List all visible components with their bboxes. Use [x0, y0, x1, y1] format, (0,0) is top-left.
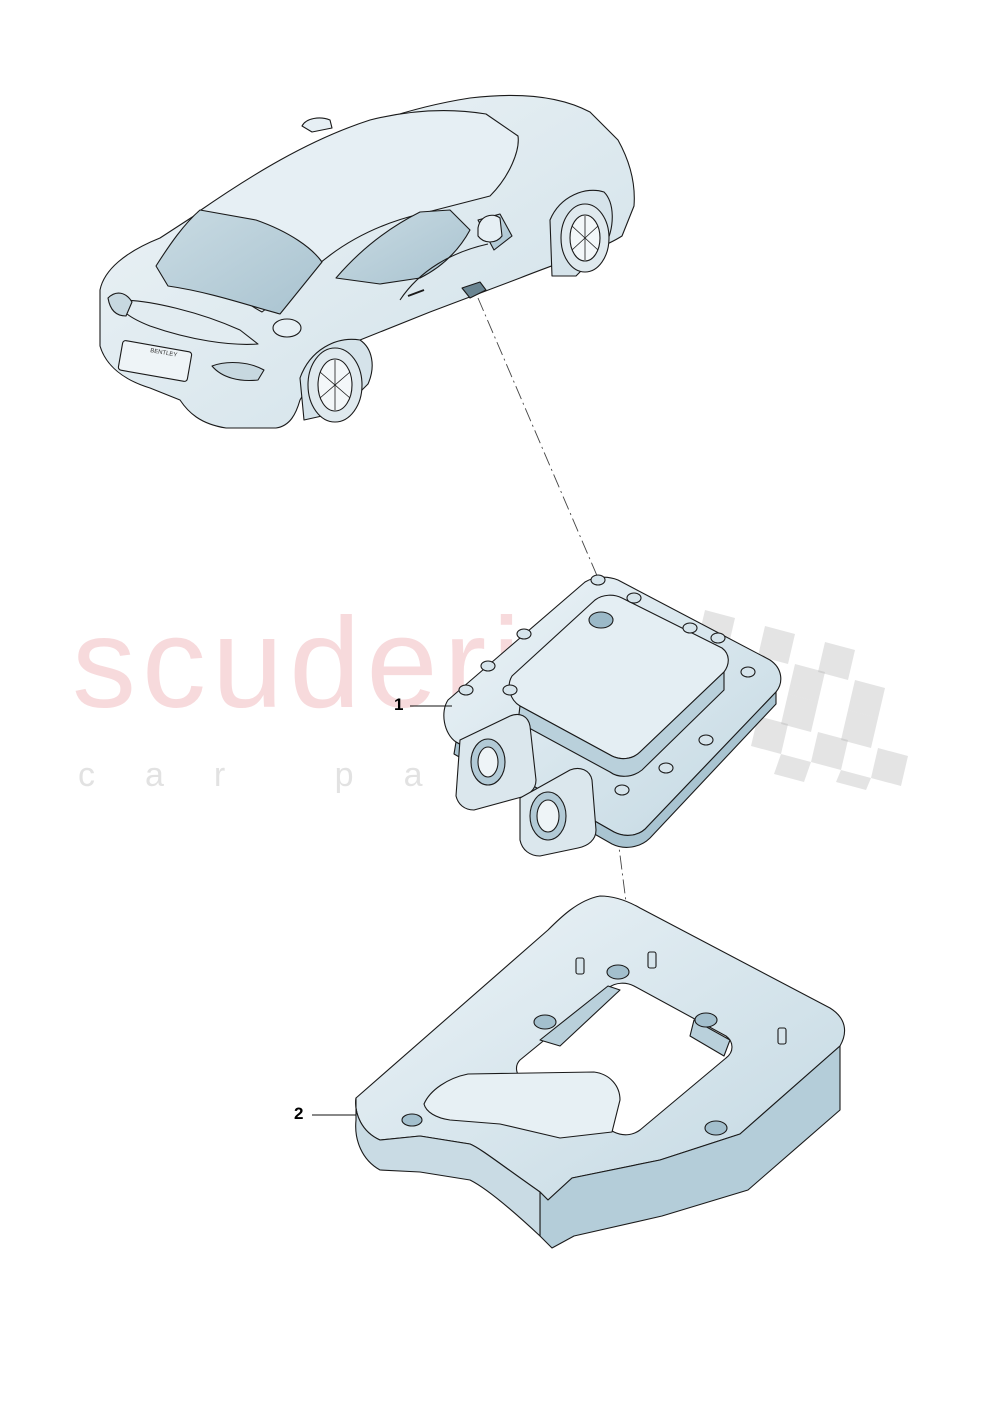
bracket-part	[355, 895, 846, 1249]
callout-number-1: 1	[394, 695, 404, 714]
callout-number-2: 2	[294, 1104, 304, 1123]
car-illustration	[99, 94, 635, 429]
watermark-tagline: car pa	[78, 756, 473, 794]
leader-line-upper	[477, 297, 599, 579]
control-unit-part	[443, 574, 782, 857]
car-badge: BENTLEY	[150, 348, 178, 359]
